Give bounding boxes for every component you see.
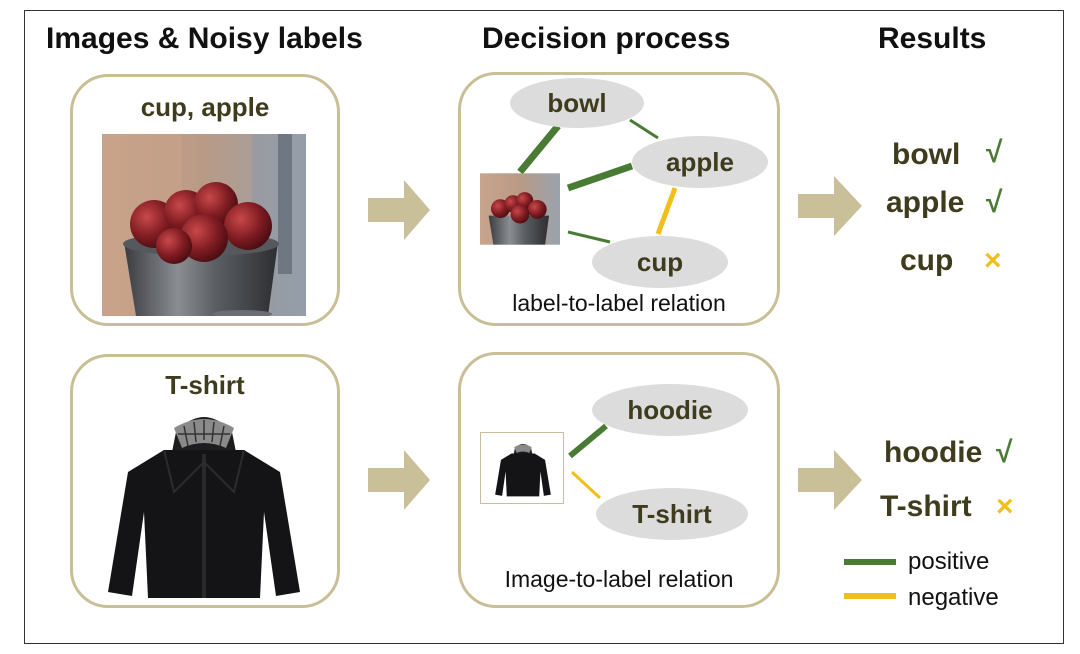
- arrow-right-icon: [368, 180, 430, 240]
- legend-positive-label: positive: [908, 548, 990, 575]
- arrow-right-icon: [798, 450, 862, 510]
- node-hoodie: hoodie: [592, 384, 748, 436]
- relation-caption-row1: label-to-label relation: [512, 290, 726, 316]
- column-title-results: Results: [878, 22, 987, 55]
- column-title-decision: Decision process: [482, 22, 731, 55]
- edge-image-hoodie: [568, 423, 608, 459]
- edge-apple-cup: [655, 187, 678, 235]
- check-mark-icon: √: [986, 186, 1003, 219]
- edge-image-bowl: [517, 123, 561, 175]
- node-bowl: bowl: [510, 78, 644, 128]
- black-hoodie-photo-icon: [108, 417, 300, 598]
- check-mark-icon: √: [996, 436, 1013, 469]
- edge-image-cup: [567, 230, 611, 244]
- cross-mark-icon: ×: [984, 244, 1002, 277]
- apple-bucket-thumbnail-icon: [480, 173, 560, 245]
- result-label-bowl: bowl: [892, 138, 961, 171]
- result-label-apple: apple: [886, 186, 965, 219]
- relation-caption-row2: Image-to-label relation: [504, 566, 734, 592]
- edge-image-apple: [566, 162, 634, 192]
- edge-bowl-apple: [629, 118, 659, 140]
- result-label-cup: cup: [900, 244, 954, 277]
- edge-image-tshirt: [570, 470, 602, 500]
- arrow-right-icon: [368, 450, 430, 510]
- node-tshirt: T-shirt: [596, 488, 748, 540]
- apple-bucket-photo-icon: [102, 134, 306, 316]
- node-apple: apple: [632, 136, 768, 188]
- legend-negative-label: negative: [908, 584, 999, 611]
- noisy-label-row1: cup, apple: [140, 92, 270, 122]
- arrow-right-icon: [798, 176, 862, 236]
- result-label-tshirt: T-shirt: [880, 490, 972, 523]
- cross-mark-icon: ×: [996, 490, 1014, 523]
- noisy-label-row2: T-shirt: [165, 370, 245, 400]
- check-mark-icon: √: [986, 136, 1003, 169]
- hoodie-thumbnail-icon: [495, 443, 551, 497]
- node-cup: cup: [592, 236, 728, 288]
- result-label-hoodie: hoodie: [884, 436, 983, 469]
- column-title-images: Images & Noisy labels: [46, 22, 363, 55]
